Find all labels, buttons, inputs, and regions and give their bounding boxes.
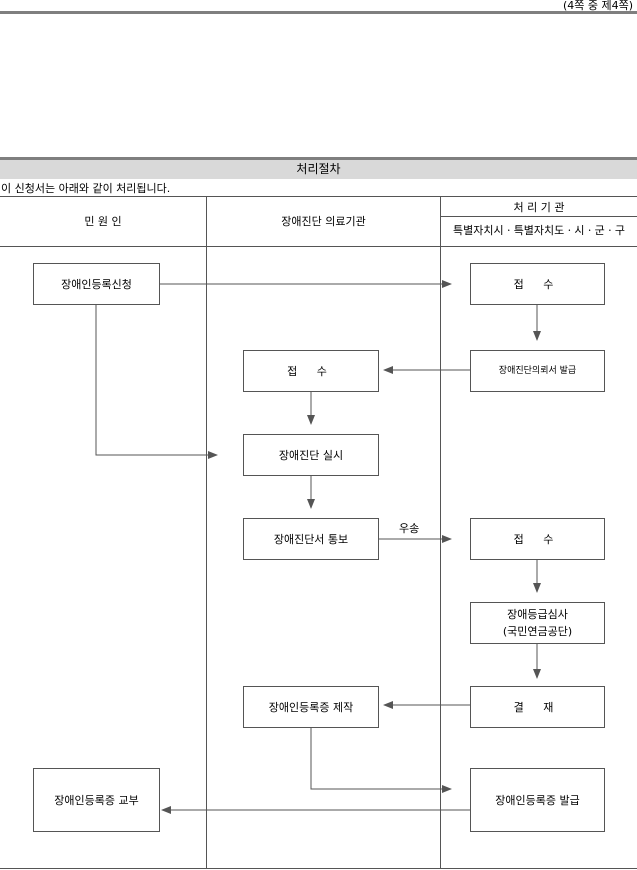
column-header-hospital: 장애진단 의료기관 <box>281 215 366 228</box>
grade-review-org: (국민연금공단) <box>502 625 573 638</box>
table-top-rule <box>0 196 637 197</box>
section-title: 처리절차 <box>0 157 637 179</box>
step-make-card: 장애인등록증 제작 <box>243 686 379 728</box>
arrow-applicant-to-diagnose <box>95 305 218 459</box>
step-grade-review: 장애등급심사 (국민연금공단) <box>470 602 605 644</box>
top-divider <box>0 11 637 14</box>
step-perform-diagnosis: 장애진단 실시 <box>243 434 379 476</box>
step-deliver-card: 장애인등록증 교부 <box>33 768 160 832</box>
table-bottom-rule <box>0 868 637 869</box>
page-indicator: (4쪽 중 제4쪽) <box>562 0 633 12</box>
column-header-agency: 처 리 기 관 <box>513 201 565 214</box>
arrow-make-card-to-issue-card <box>310 727 452 793</box>
step-agency-receive-report: 접 수 <box>470 518 605 560</box>
column-header-agency-sub: 특별자치시ㆍ특별자치도ㆍ시ㆍ군ㆍ구 <box>452 224 626 237</box>
step-hospital-receive: 접 수 <box>243 350 379 392</box>
step-issue-card: 장애인등록증 발급 <box>470 768 605 832</box>
label-mail: 우송 <box>399 522 420 535</box>
column-header-applicant: 민 원 인 <box>84 215 122 228</box>
section-intro: 이 신청서는 아래와 같이 처리됩니다. <box>1 182 171 195</box>
step-issue-diagnosis-request: 장애진단의뢰서 발급 <box>470 350 605 392</box>
grade-review-title: 장애등급심사 <box>507 608 568 621</box>
table-header-rule <box>0 246 637 247</box>
step-apply-registration: 장애인등록신청 <box>33 263 160 305</box>
column-divider-2 <box>440 196 441 869</box>
step-approve: 결 재 <box>470 686 605 728</box>
column-divider-1 <box>206 196 207 869</box>
step-agency-receive: 접 수 <box>470 263 605 305</box>
step-send-diagnosis-report: 장애진단서 통보 <box>243 518 379 560</box>
agency-header-divider <box>441 216 637 217</box>
